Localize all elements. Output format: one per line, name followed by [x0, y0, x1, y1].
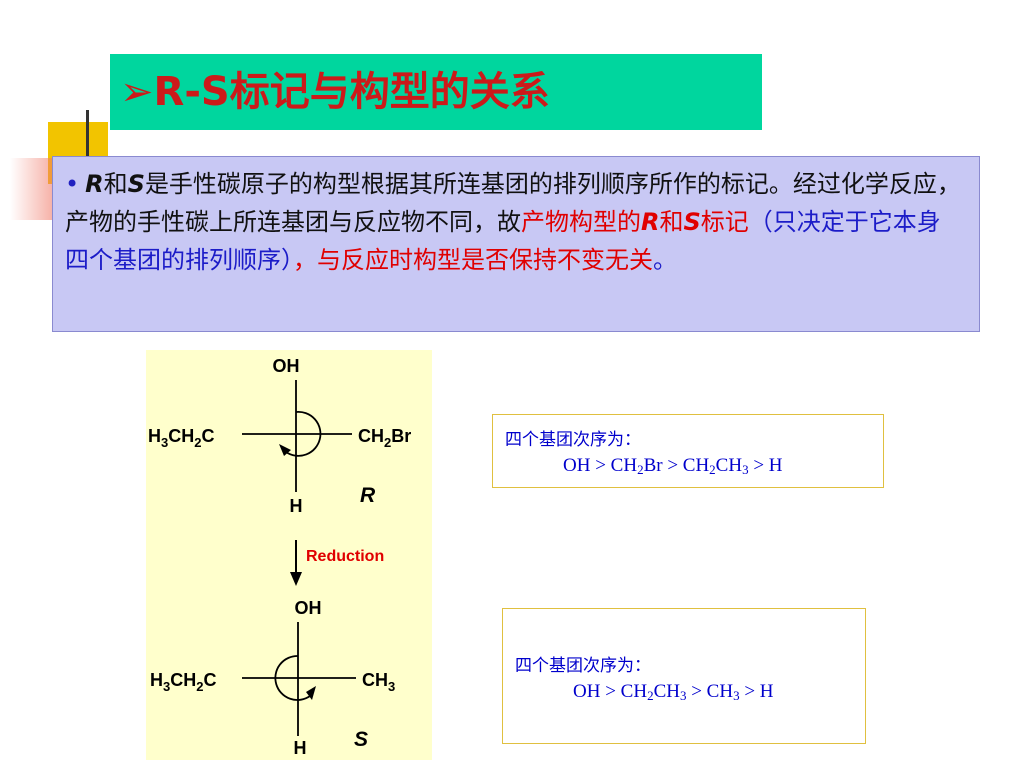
red-italic-r: R [641, 208, 660, 236]
priority-heading-s: 四个基团次序为： [515, 656, 651, 676]
slide-title: ➢R-S标记与构型的关系 [120, 68, 550, 116]
red-text-he: 和 [659, 208, 684, 236]
r-clockwise-arrow [285, 411, 322, 457]
s-counterclockwise-arrow [274, 655, 311, 701]
reduction-arrowhead-icon [290, 572, 302, 586]
r-label: R [360, 484, 376, 507]
priority-sequence-r: OH > CH2Br > CH2CH3 > H [563, 455, 783, 477]
reaction-diagram: OH H3CH2C CH2Br H R Reduction OH H3CH2C … [148, 356, 411, 758]
title-bar [110, 54, 762, 130]
priority-box-s: 四个基团次序为： OH > CH2CH3 > CH3 > H [502, 608, 866, 744]
s-bottom-group: H [294, 738, 307, 758]
r-left-group: H3CH2C [148, 426, 214, 450]
period: 。 [653, 246, 677, 274]
comma: ， [293, 246, 317, 274]
r-top-group: OH [273, 356, 300, 376]
reduction-label: Reduction [306, 548, 384, 565]
red-text-3: 与反应时构型是否保持不变无关 [317, 246, 653, 274]
priority-box-r: 四个基团次序为： OH > CH2Br > CH2CH3 > H [492, 414, 884, 488]
r-right-group: CH2Br [358, 426, 411, 450]
priority-heading-r: 四个基团次序为： [505, 430, 641, 450]
explanation-paragraph: •R和S是手性碳原子的构型根据其所连基团的排列顺序所作的标记。经过化学反应，产物… [65, 165, 963, 279]
r-arrowhead-icon [279, 444, 291, 456]
title-arrow-icon: ➢ [120, 69, 154, 115]
explanation-box: •R和S是手性碳原子的构型根据其所连基团的排列顺序所作的标记。经过化学反应，产物… [52, 156, 980, 332]
text-part-1: 是手性碳原子的构型根据其所连基团的排列顺序所作的标记。经过化学反应，产物的手性碳… [65, 170, 961, 236]
blue-text: （只决定于它本身四个基团的排列顺序） [65, 208, 941, 274]
reduction-step: Reduction [290, 540, 384, 586]
s-arrowhead-icon [306, 686, 316, 700]
red-text-2: 标记 [700, 208, 749, 236]
red-italic-s: S [683, 208, 701, 236]
s-top-group: OH [295, 598, 322, 618]
s-left-group: H3CH2C [150, 670, 216, 694]
italic-r: R [85, 170, 104, 198]
r-bottom-group: H [290, 496, 303, 516]
s-right-group: CH3 [362, 670, 395, 694]
molecule-r: OH H3CH2C CH2Br H R [148, 356, 411, 516]
title-text: R-S标记与构型的关系 [153, 69, 550, 115]
molecule-s: OH H3CH2C CH3 H S [150, 598, 395, 758]
priority-sequence-s: OH > CH2CH3 > CH3 > H [573, 681, 774, 703]
text-he: 和 [103, 170, 128, 198]
bullet-icon: • [65, 170, 80, 198]
s-label: S [354, 728, 368, 751]
italic-s: S [127, 170, 145, 198]
red-text-1: 产物构型的 [521, 208, 641, 236]
molecule-panel: OH H3CH2C CH2Br H R Reduction OH H3CH2C … [146, 350, 432, 760]
